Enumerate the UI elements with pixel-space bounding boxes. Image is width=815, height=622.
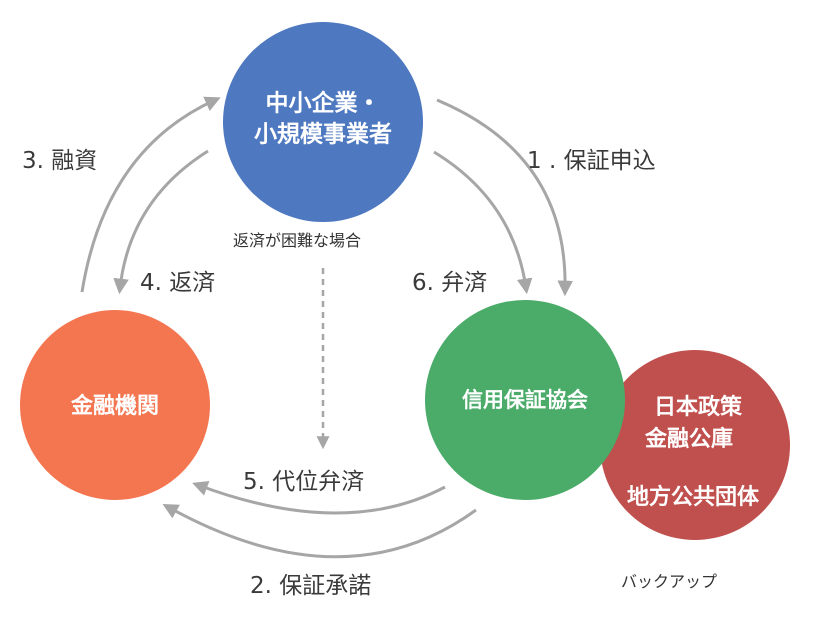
backup-circle	[600, 350, 790, 540]
guarantee-association-circle	[425, 300, 625, 500]
bank-label: 金融機関	[70, 393, 159, 419]
label-loan: 3. 融資	[22, 148, 97, 174]
arrow-repayment-to-bank	[113, 149, 209, 295]
note-backup: バックアップ	[621, 572, 717, 591]
arrow-guarantee-application	[436, 98, 574, 297]
label-repayment-to-association: 6. 弁済	[412, 270, 487, 296]
label-subrogation-payment: 5. 代位弁済	[243, 469, 364, 495]
bank-circle	[20, 310, 210, 500]
backup-label-line1: 日本政策	[654, 394, 743, 420]
guarantee-association-label: 信用保証協会	[462, 388, 588, 412]
arrow-repayment-to-association	[433, 150, 533, 295]
backup-label-line3: 地方公共団体	[627, 484, 760, 510]
label-guarantee-approval: 2. 保証承諾	[250, 573, 371, 599]
sme-circle	[223, 22, 423, 222]
sme-label-line2: 小規模事業者	[254, 121, 392, 148]
note-difficult-repayment: 返済が困難な場合	[233, 231, 361, 250]
sme-label-line1: 中小企業・	[266, 90, 381, 117]
backup-label-line2: 金融公庫	[644, 426, 733, 452]
arrow-guarantee-approval	[162, 503, 477, 559]
label-guarantee-application: 1 . 保証申込	[527, 148, 656, 174]
arrow-loan	[80, 96, 221, 293]
arrow-subrogation-payment	[192, 480, 446, 515]
label-repayment-to-bank: 4. 返済	[140, 270, 215, 296]
